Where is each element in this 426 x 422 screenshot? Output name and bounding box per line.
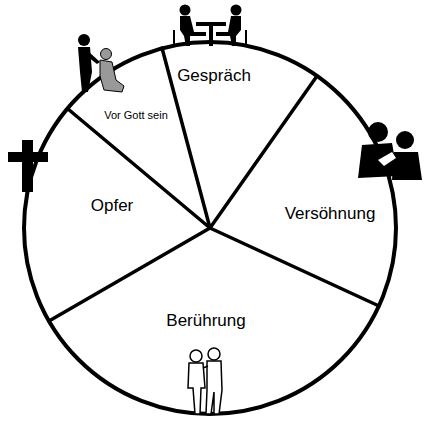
- sector-text: Opfer: [89, 196, 136, 216]
- conversation-figures: [174, 5, 246, 47]
- praying-figures: [78, 34, 124, 92]
- sector-label: Vor Gott sein: [102, 109, 170, 122]
- sector-label: Versöhnung: [283, 204, 378, 224]
- sector-text: Versöhnung: [283, 204, 378, 224]
- sector-label: Gespräch: [175, 66, 253, 86]
- walking-couple: [188, 348, 222, 414]
- sector-label: Berührung: [164, 311, 247, 331]
- sector-text: Berührung: [164, 311, 247, 331]
- cross-symbol: [8, 140, 48, 192]
- sector-label: Opfer: [89, 196, 136, 216]
- sector-text: Gespräch: [175, 66, 253, 86]
- reconciliation-figures: [358, 122, 422, 180]
- sector-text: Vor Gott sein: [102, 109, 170, 122]
